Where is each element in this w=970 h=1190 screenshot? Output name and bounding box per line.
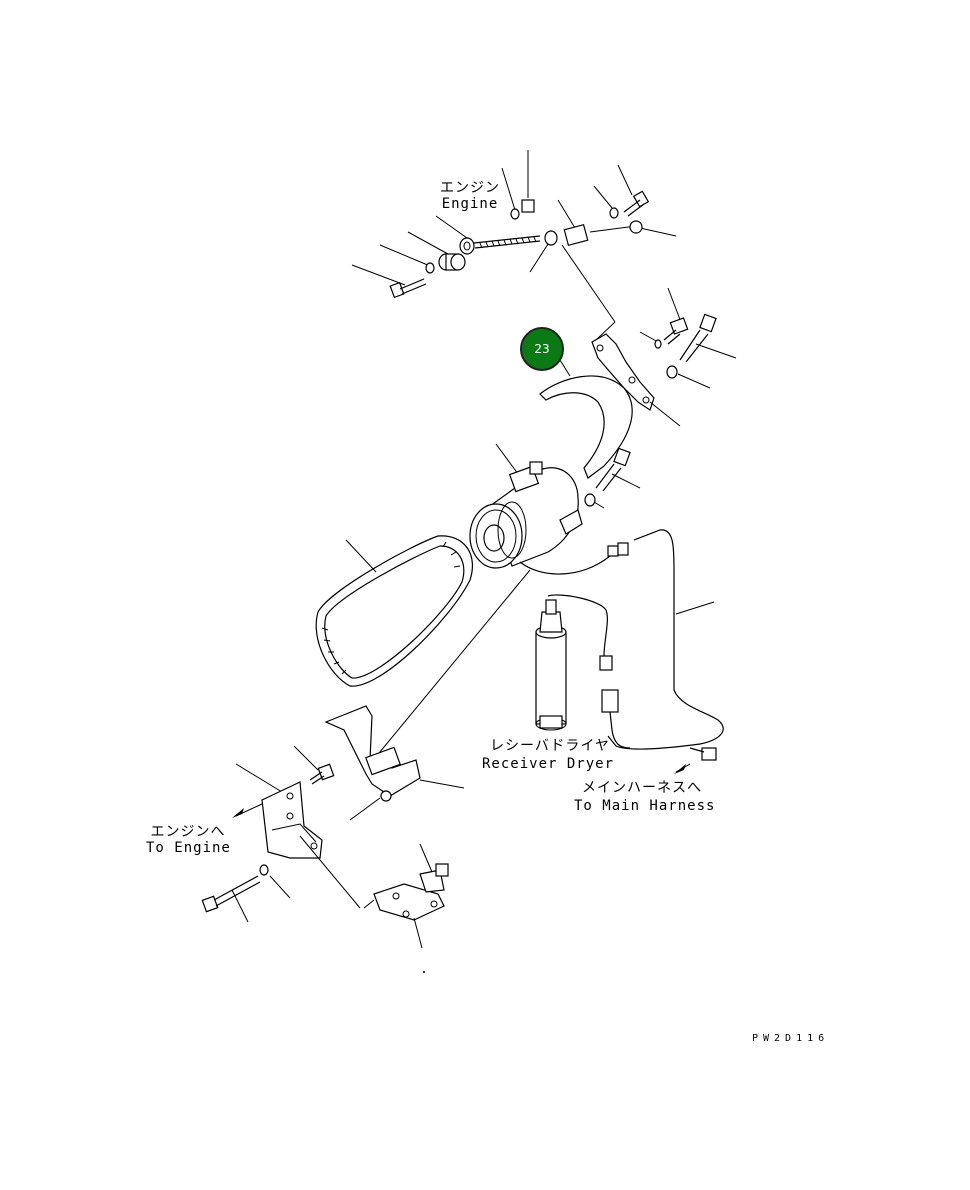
compressor-bracket-cover [539,244,737,479]
item-callout-23[interactable]: 23 [520,327,564,371]
v-belt [315,535,474,687]
callout-number: 23 [534,342,550,356]
label-main-harness-jp: メインハーネスへ [582,780,702,796]
label-receiver-dryer-jp: レシーバドライヤ [490,738,610,754]
drawing-code: PW2D116 [752,1033,830,1044]
label-receiver-dryer-en: Receiver Dryer [482,756,615,772]
upper-fastener-group [351,150,677,299]
label-to-engine-en: To Engine [146,840,231,856]
receiver-dryer [535,594,631,749]
label-main-harness-en: To Main Harness [574,798,716,814]
compressor [469,443,641,569]
label-engine-top-en: Engine [441,196,499,212]
lower-mounting-brackets [201,569,531,973]
label-engine-top-jp: エンジン [440,180,500,196]
label-to-engine-jp: エンジンへ [150,824,226,840]
wire-harness [519,529,724,774]
callout-leader [559,359,571,377]
